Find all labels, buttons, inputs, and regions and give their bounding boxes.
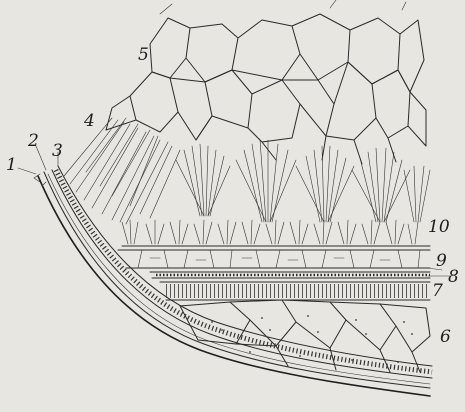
outer-coat-layers (34, 166, 432, 396)
label-2: 2 (27, 131, 39, 151)
short-fiber-fringe (122, 220, 418, 244)
dense-granular-band (150, 272, 430, 278)
label-7: 7 (432, 281, 443, 301)
label-5: 5 (138, 45, 149, 65)
radiating-fiber-bundles (64, 118, 430, 224)
label-1: 1 (6, 155, 17, 175)
label-3: 3 (52, 141, 63, 161)
label-4: 4 (83, 111, 95, 131)
label-6: 6 (440, 327, 451, 347)
striated-band (160, 282, 430, 300)
large-cell-network (106, 0, 426, 164)
label-9: 9 (436, 251, 447, 271)
label-8: 8 (448, 267, 459, 287)
label-10: 10 (428, 217, 450, 237)
small-cell-row (118, 246, 430, 268)
